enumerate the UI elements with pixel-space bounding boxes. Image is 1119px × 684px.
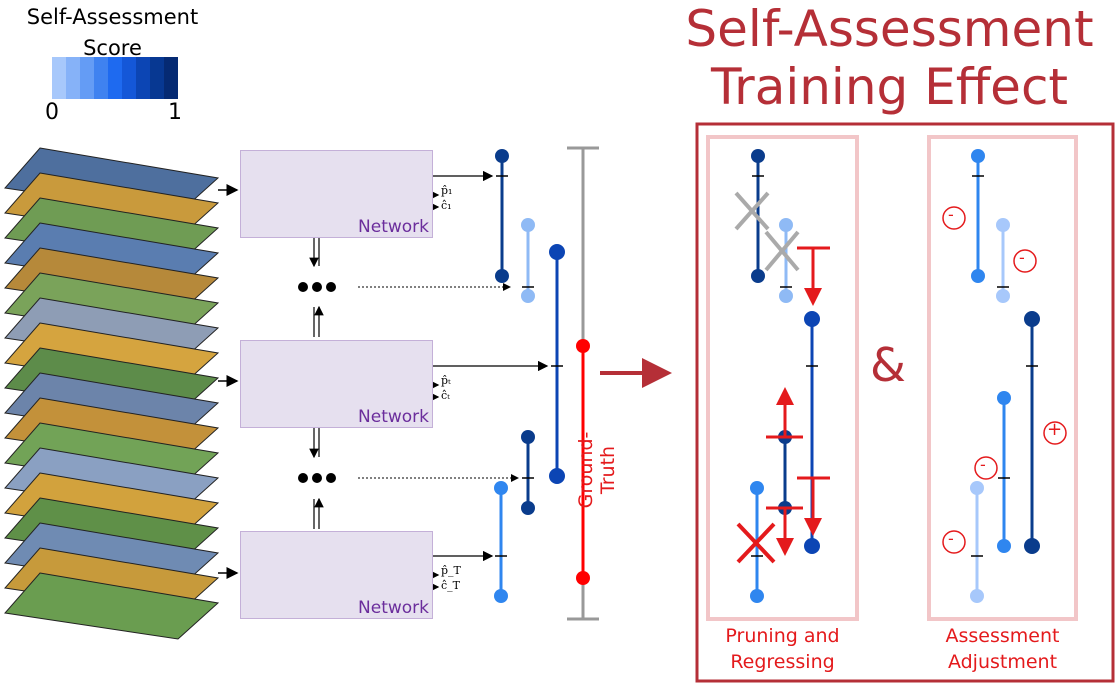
prune-cross-icon [734, 191, 800, 272]
score-colorbar [52, 57, 178, 99]
pruning-caption: Pruning and Regressing [725, 625, 840, 673]
minus-sign: - [948, 529, 954, 548]
pruning-panel [706, 135, 859, 621]
adjustment-caption: Assessment Adjustment [945, 625, 1060, 673]
ground-truth-label: Ground-Truth [575, 431, 619, 509]
network-block: Network [240, 150, 433, 238]
network-label: Network [358, 407, 429, 427]
colorbar-cell [108, 57, 122, 99]
colorbar-min-label: 0 [45, 100, 59, 125]
colorbar-cell [122, 57, 136, 99]
pred-ct: ĉₜ [441, 389, 450, 402]
colorbar-cell [94, 57, 108, 99]
colorbar-cell [164, 57, 178, 99]
plus-sign: + [1047, 419, 1063, 440]
recurrent-links [309, 236, 324, 529]
colorbar-cell [136, 57, 150, 99]
minus-sign: - [948, 205, 954, 224]
pred-pT: p̂_T [441, 564, 461, 577]
prune-red-cross-icon [736, 522, 776, 564]
legend-title: Self-Assessment Score [26, 5, 199, 60]
pruning-intervals [734, 149, 830, 603]
effect-frame [695, 122, 1115, 683]
transition-arrow-icon [600, 358, 672, 388]
colorbar-max-label: 1 [168, 100, 182, 125]
video-frame-stack [4, 147, 220, 640]
colorbar-cell [80, 57, 94, 99]
ground-truth-interval [567, 146, 599, 621]
adjustment-panel [927, 135, 1078, 621]
predicted-intervals [494, 149, 565, 603]
pred-cT: ĉ_T [441, 579, 460, 592]
diagram-title: Self-Assessment Training Effect [685, 0, 1094, 116]
colorbar-cell [66, 57, 80, 99]
adjustment-intervals [970, 149, 1040, 603]
dotted-arrows [358, 283, 519, 482]
minus-sign: - [1019, 248, 1025, 267]
regression-arrows [766, 246, 830, 556]
ampersand: & [870, 338, 906, 392]
colorbar-cell [150, 57, 164, 99]
minus-sign: - [980, 455, 986, 474]
network-block: Network [240, 340, 433, 428]
video-frame [4, 572, 220, 640]
pred-c1: ĉ₁ [441, 199, 452, 212]
sign-circles [942, 206, 1067, 554]
pred-p1: p̂₁ [441, 184, 453, 197]
ellipsis-icon [298, 282, 336, 483]
network-label: Network [358, 217, 429, 237]
pred-pt: p̂ₜ [441, 374, 451, 387]
network-label: Network [358, 598, 429, 618]
network-block: Network [240, 531, 433, 619]
colorbar-cell [52, 57, 66, 99]
